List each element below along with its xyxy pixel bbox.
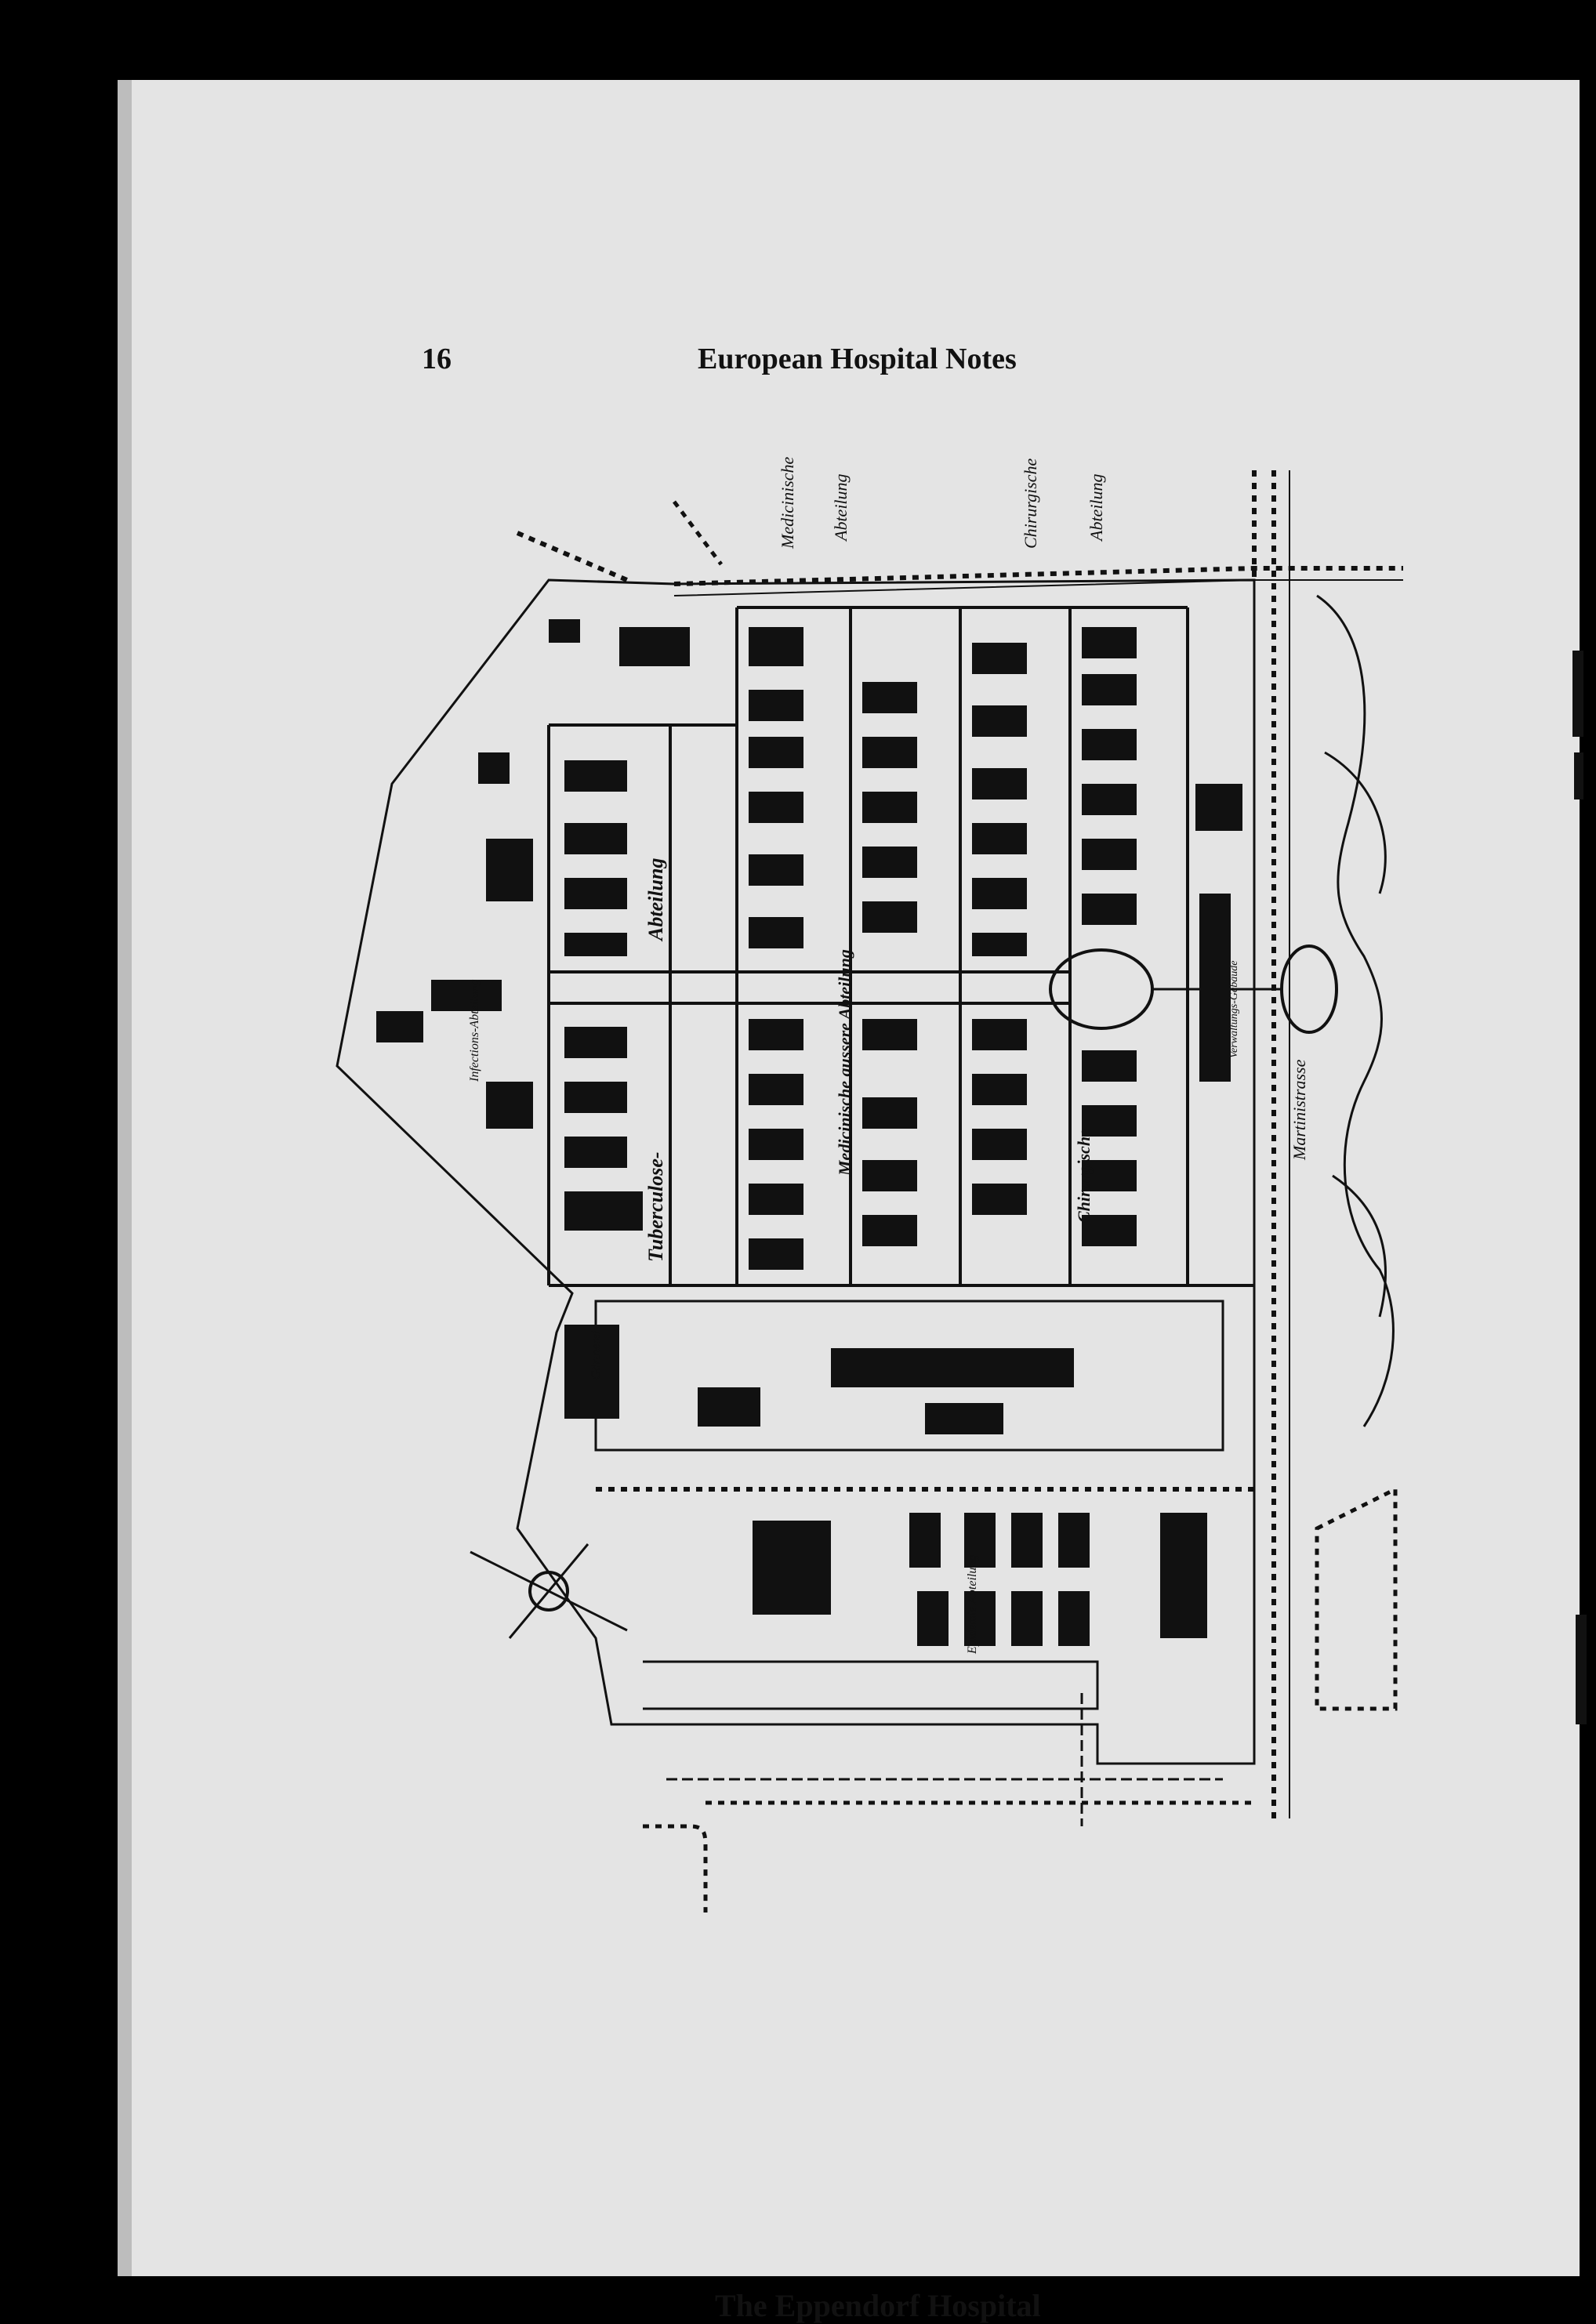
scan-artifact (1572, 651, 1583, 737)
label-abteilung-3: Abteilung (644, 858, 667, 942)
label-tuberculose: Tuberculose- (644, 1151, 667, 1262)
scan-artifact (1574, 752, 1583, 799)
label-verwaltungs: Verwaltungs-Gebäude (1228, 961, 1240, 1058)
hospital-site-plan: Medicinische Abteilung Chirurgische Abte… (336, 456, 1403, 1912)
scan-artifact (1576, 1615, 1587, 1724)
label-epidemie: Epidemie Abteilung (966, 1555, 979, 1655)
label-medicinische-aussere: Medicinische aussere Abteilung (835, 949, 854, 1177)
label-abteilung-1: Abteilung (831, 473, 851, 542)
running-title: European Hospital Notes (698, 343, 1017, 375)
label-medicinische: Medicinische (778, 456, 797, 549)
page-number: 16 (422, 343, 452, 375)
label-abteilung-2: Abteilung (1086, 473, 1106, 542)
label-chirurgische: Chirurgische (1021, 458, 1040, 549)
label-gartnerei: Gärtnerei (589, 1330, 603, 1380)
label-strasse: Martinistrasse (1289, 1059, 1309, 1161)
page-binding-edge (118, 80, 132, 2276)
label-chirurgische-side: Chirurgische (1074, 1129, 1094, 1223)
label-infections: Infections-Abteilung (468, 979, 481, 1082)
figure-caption: The Eppendorf Hospital (715, 2288, 1041, 2323)
